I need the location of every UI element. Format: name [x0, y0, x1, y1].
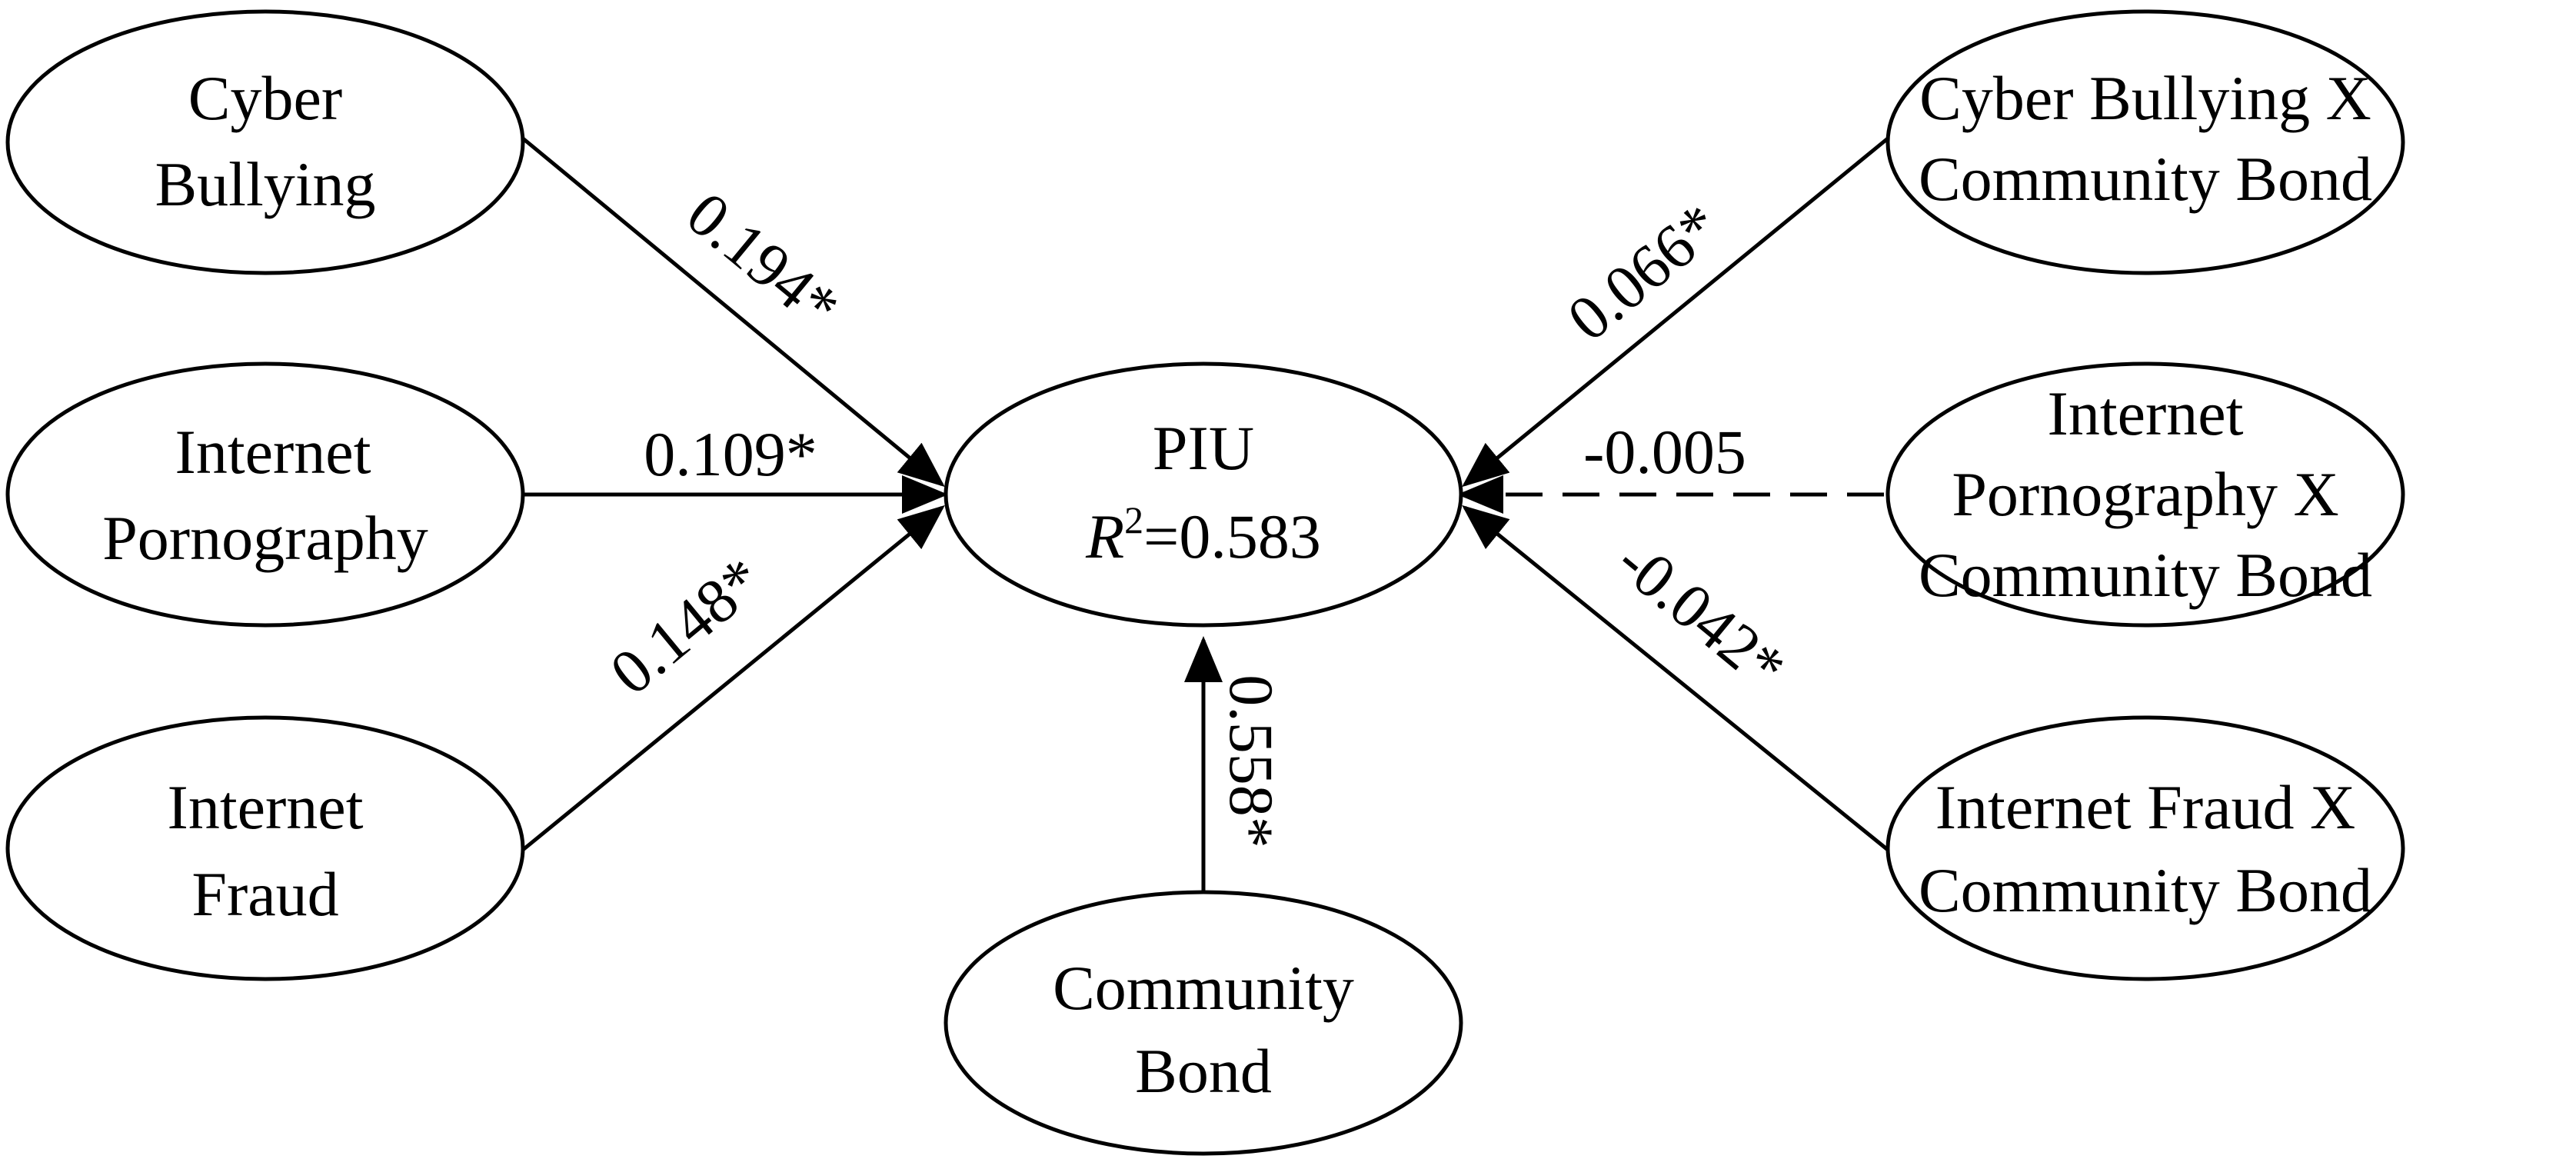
- edge-label-cyber-bullying: 0.194*: [674, 178, 853, 343]
- ellipse: [1885, 361, 2405, 628]
- node-community-bond: Community Bond: [944, 890, 1463, 1156]
- r-squared-exponent: 2: [1124, 498, 1143, 541]
- ellipse: [1885, 715, 2405, 981]
- node-if-x-community: Internet Fraud X Community Bond: [1885, 715, 2405, 981]
- node-piu: PIU R2=0.583: [944, 361, 1463, 628]
- node-cb-x-community: Cyber Bullying X Community Bond: [1885, 9, 2405, 275]
- ellipse: [944, 890, 1463, 1156]
- edge-cyber-bullying-to-piu: [521, 137, 945, 488]
- node-internet-fraud: Internet Fraud: [5, 715, 525, 981]
- node-label-line: Community Bond: [1919, 540, 2372, 610]
- ellipse: [5, 9, 525, 275]
- ellipse: [5, 361, 525, 628]
- node-label-line: Community: [1053, 953, 1354, 1023]
- node-label-line: Pornography X: [1952, 459, 2338, 529]
- edges: [521, 137, 1889, 894]
- edge-label-if-x-community: -0.042*: [1604, 525, 1799, 703]
- ellipse: [1885, 9, 2405, 275]
- r-squared-value: =0.583: [1143, 501, 1321, 571]
- ellipse: [944, 361, 1463, 628]
- piu-title: PIU: [1153, 413, 1254, 483]
- node-label-line: Internet: [168, 772, 364, 842]
- node-label-line: Bond: [1135, 1036, 1272, 1106]
- node-internet-pornography: Internet Pornography: [5, 361, 525, 628]
- ellipse: [5, 715, 525, 981]
- r-squared-symbol: R: [1085, 501, 1124, 571]
- edge-label-internet-fraud: 0.148*: [597, 544, 776, 708]
- node-label-line: Internet: [2048, 378, 2244, 448]
- node-label-line: Fraud: [191, 859, 338, 929]
- edge-label-ip-x-community: -0.005: [1583, 417, 1746, 487]
- edge-label-community-bond: 0.558*: [1216, 674, 1286, 848]
- edge-if-x-community-to-piu: [1462, 505, 1889, 851]
- node-label-line: Bullying: [155, 149, 375, 219]
- node-label-line: Internet Fraud X: [1935, 772, 2356, 842]
- node-label-line: Cyber Bullying X: [1919, 63, 2371, 133]
- node-cyber-bullying: Cyber Bullying: [5, 9, 525, 275]
- edge-internet-fraud-to-piu: [521, 505, 945, 851]
- edge-label-internet-pornography: 0.109*: [644, 419, 817, 489]
- node-ip-x-community: Internet Pornography X Community Bond: [1885, 361, 2405, 628]
- node-label-line: Pornography: [102, 503, 428, 573]
- edge-label-cb-x-community: 0.066*: [1555, 190, 1733, 355]
- r-squared: R2=0.583: [1085, 498, 1321, 571]
- node-label-line: Cyber: [188, 63, 342, 133]
- edge-cb-x-community-to-piu: [1462, 137, 1889, 488]
- node-label-line: Internet: [175, 417, 371, 487]
- node-label-line: Community Bond: [1919, 855, 2372, 925]
- node-label-line: Community Bond: [1919, 144, 2372, 214]
